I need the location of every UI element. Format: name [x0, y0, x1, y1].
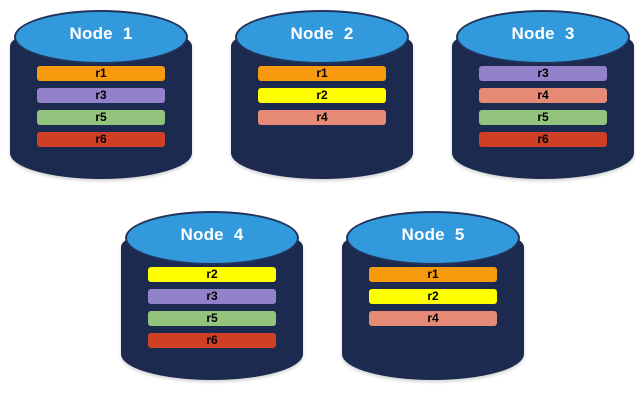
replica-stack-2: r1 r2 r4	[231, 66, 413, 125]
replica-bar[interactable]: r2	[258, 88, 386, 103]
replica-bar[interactable]: r6	[37, 132, 165, 147]
cylinder-top-icon	[346, 211, 520, 265]
replica-bar[interactable]: r2	[148, 267, 276, 282]
replica-stack-4: r2 r3 r5 r6	[121, 267, 303, 348]
replica-bar[interactable]: r5	[37, 110, 165, 125]
replica-bar[interactable]: r1	[37, 66, 165, 81]
replica-bar[interactable]: r6	[479, 132, 607, 147]
cylinder-top-icon	[456, 10, 630, 64]
replica-bar[interactable]: r5	[148, 311, 276, 326]
replica-bar[interactable]: r6	[148, 333, 276, 348]
replica-stack-3: r3 r4 r5 r6	[452, 66, 634, 147]
replica-stack-1: r1 r3 r5 r6	[10, 66, 192, 147]
cylinder-top-icon	[14, 10, 188, 64]
replica-stack-5: r1 r2 r4	[342, 267, 524, 326]
replica-bar[interactable]: r1	[369, 267, 497, 282]
replica-bar[interactable]: r2	[369, 289, 497, 304]
replica-bar[interactable]: r4	[258, 110, 386, 125]
replica-bar[interactable]: r5	[479, 110, 607, 125]
replica-bar[interactable]: r4	[369, 311, 497, 326]
cylinder-top-icon	[235, 10, 409, 64]
replica-bar[interactable]: r3	[37, 88, 165, 103]
replica-bar[interactable]: r4	[479, 88, 607, 103]
cylinder-top-icon	[125, 211, 299, 265]
replica-bar[interactable]: r3	[479, 66, 607, 81]
replica-bar[interactable]: r1	[258, 66, 386, 81]
replica-bar[interactable]: r3	[148, 289, 276, 304]
